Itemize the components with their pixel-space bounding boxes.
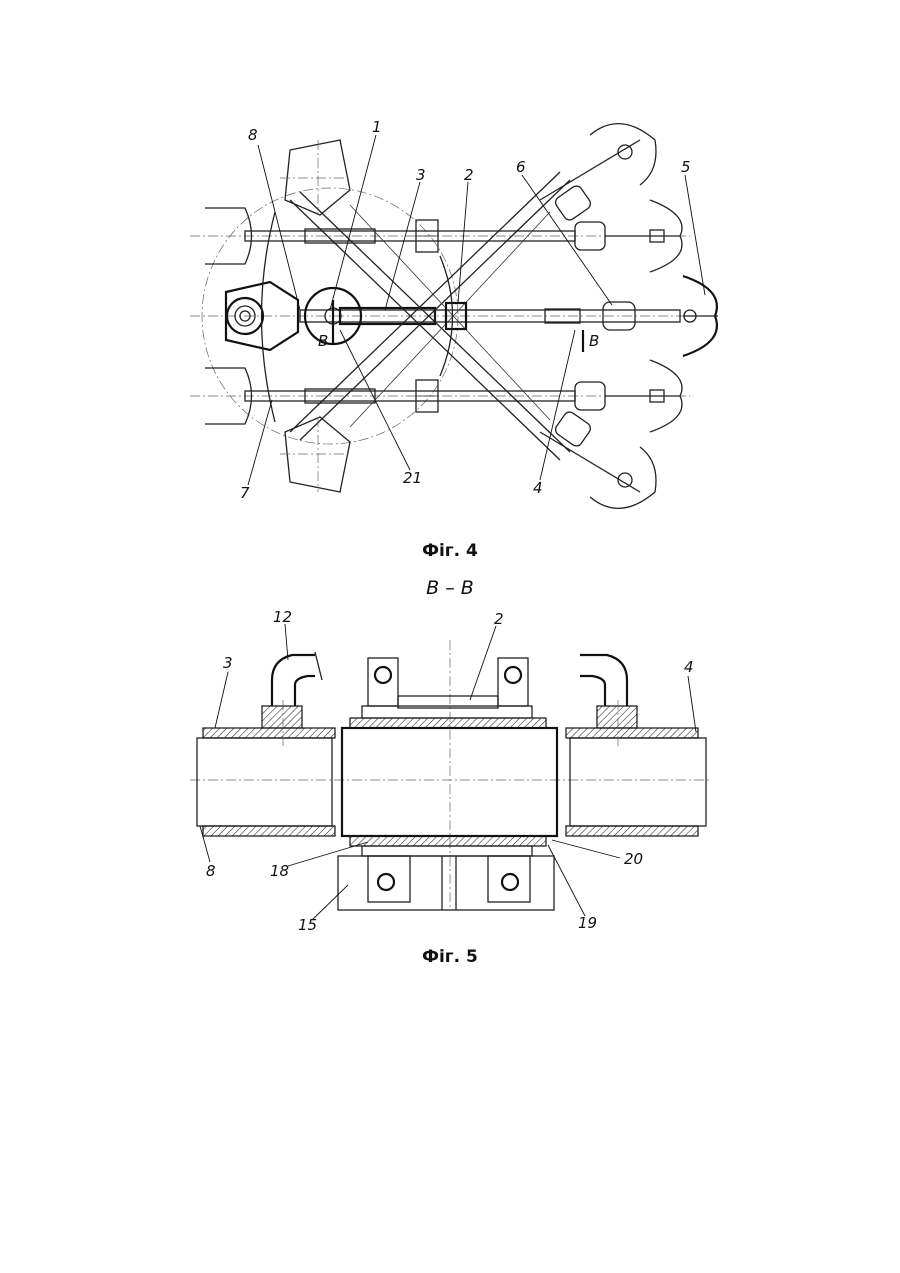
label-3: 3 (223, 654, 233, 672)
figure-4-plan-view: 8 1 3 2 6 5 B B 7 21 4 Фіг. 4 (190, 118, 718, 561)
label-section-b-right: B (589, 332, 599, 350)
pipe-central (342, 706, 557, 856)
work-head-upper-left (280, 140, 352, 215)
label-2: 2 (464, 166, 474, 184)
label-8: 8 (206, 862, 216, 880)
label-20: 20 (624, 850, 643, 868)
label-5: 5 (681, 158, 691, 176)
label-18: 18 (270, 862, 289, 880)
figure-5-section-view: B – B (190, 577, 710, 967)
handwheel-5 (683, 276, 718, 356)
label-2: 2 (494, 610, 504, 628)
label-3: 3 (416, 166, 426, 184)
label-21: 21 (403, 469, 422, 487)
pipe-left (197, 652, 335, 836)
caption-fig5: Фіг. 5 (422, 947, 478, 967)
joints (416, 220, 466, 412)
label-6: 6 (516, 158, 526, 176)
support-15 (338, 856, 554, 910)
label-section-b-left: B (318, 332, 328, 350)
label-12: 12 (273, 608, 292, 626)
handwheel-bottom-diagonal (590, 447, 656, 508)
handwheel-top-diagonal (590, 124, 656, 185)
section-title: B – B (426, 577, 474, 599)
label-7: 7 (240, 484, 250, 502)
work-head-lower-left (280, 417, 352, 492)
label-4: 4 (533, 479, 543, 497)
label-1: 1 (372, 118, 382, 136)
label-15: 15 (298, 916, 317, 934)
bracket-top (368, 658, 528, 708)
pipe-right (566, 655, 706, 836)
label-19: 19 (578, 914, 597, 932)
label-4: 4 (684, 658, 694, 676)
caption-fig4: Фіг. 4 (422, 541, 478, 561)
label-8: 8 (248, 126, 258, 144)
